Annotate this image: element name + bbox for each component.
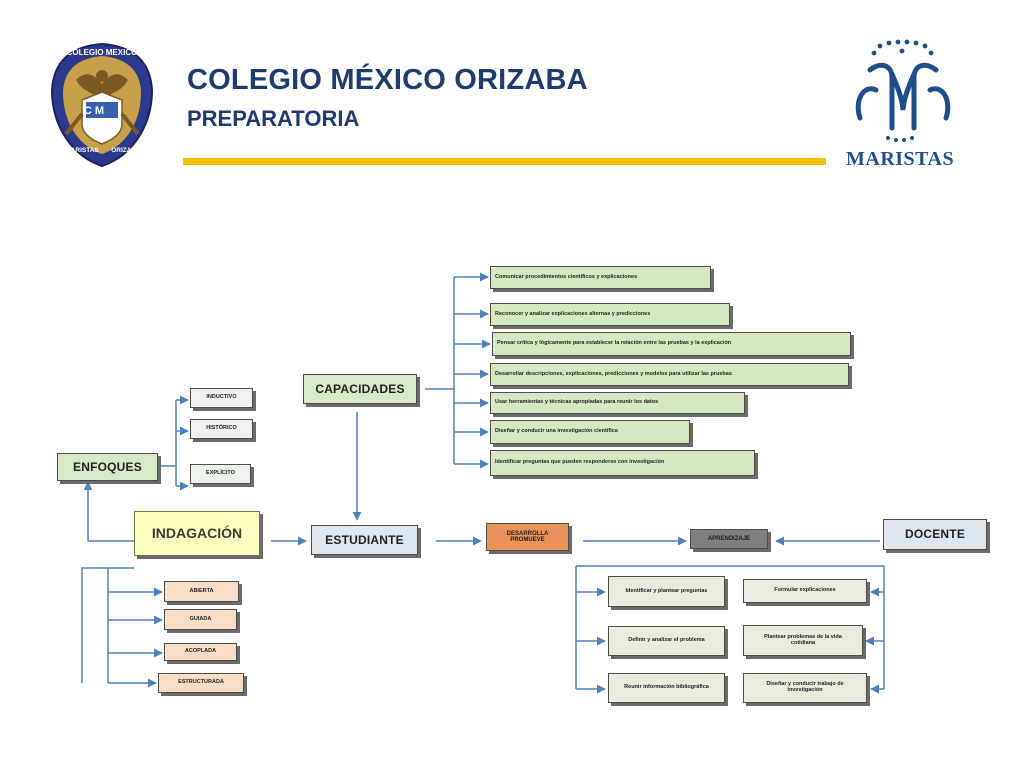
- desarrolla-promueve-box: DESARROLLA PROMUEVE: [486, 523, 569, 551]
- capacidad-item: Diseñar y conducir una investigación cie…: [490, 420, 690, 444]
- indagacion-item: ACOPLADA: [164, 643, 237, 661]
- marist-logo: MARISTAS: [842, 38, 968, 174]
- marist-brand-text: MARISTAS: [846, 148, 955, 170]
- aprendizaje-item: Diseñar y conducir trabajo de investigac…: [743, 673, 867, 703]
- crest-ring-top: COLEGIO MEXICO: [67, 48, 138, 57]
- aprendizaje-item: Formular explicaciones: [743, 579, 867, 603]
- page-subtitle: PREPARATORIA: [187, 106, 360, 131]
- capacidad-item: Identificar preguntas que pueden respond…: [490, 450, 755, 476]
- title-underline: [183, 158, 826, 165]
- aprendizaje-item: Plantear problemas de la vida cotidiana: [743, 625, 863, 656]
- indagacion-item: GUIADA: [164, 609, 237, 630]
- aprendizaje-box: APRENDIZAJE: [690, 529, 768, 549]
- enfoques-box: ENFOQUES: [57, 453, 158, 481]
- enfoque-item: INDUCTIVO: [190, 388, 253, 408]
- aprendizaje-item: Definir y analizar el problema: [608, 626, 725, 656]
- school-crest-icon: COLEGIO MEXICO C M MARISTAS ORIZABA: [46, 40, 158, 170]
- capacidad-item: Reconocer y analizar explicaciones alter…: [490, 303, 730, 326]
- crest-ring-right: ORIZABA: [111, 147, 141, 154]
- indagacion-item: ESTRUCTURADA: [158, 673, 244, 693]
- indagacion-box: INDAGACIÓN: [134, 511, 260, 556]
- enfoque-item: EXPLÍCITO: [190, 464, 251, 484]
- indagacion-item: ABIERTA: [164, 581, 239, 602]
- capacidad-item: Comunicar procedimientos científicos y e…: [490, 266, 711, 289]
- capacidad-item: Desarrollar descripciones, explicaciones…: [490, 363, 849, 386]
- marist-monogram-icon: [855, 39, 951, 142]
- capacidad-item: Usar herramientas y técnicas apropiadas …: [490, 392, 745, 414]
- aprendizaje-item: Identificar y plantear preguntas: [608, 576, 725, 607]
- capacidad-item: Pensar crítica y lógicamente para establ…: [492, 332, 851, 356]
- capacidades-box: CAPACIDADES: [303, 374, 417, 404]
- page-title: COLEGIO MÉXICO ORIZABA: [187, 64, 588, 96]
- crest-monogram: C M: [84, 105, 104, 117]
- crest-ring-left: MARISTAS: [65, 147, 99, 154]
- estudiante-box: ESTUDIANTE: [311, 525, 418, 555]
- aprendizaje-item: Reunir información bibliográfica: [608, 673, 725, 703]
- docente-box: DOCENTE: [883, 519, 987, 550]
- enfoque-item: HISTÓRICO: [190, 419, 253, 439]
